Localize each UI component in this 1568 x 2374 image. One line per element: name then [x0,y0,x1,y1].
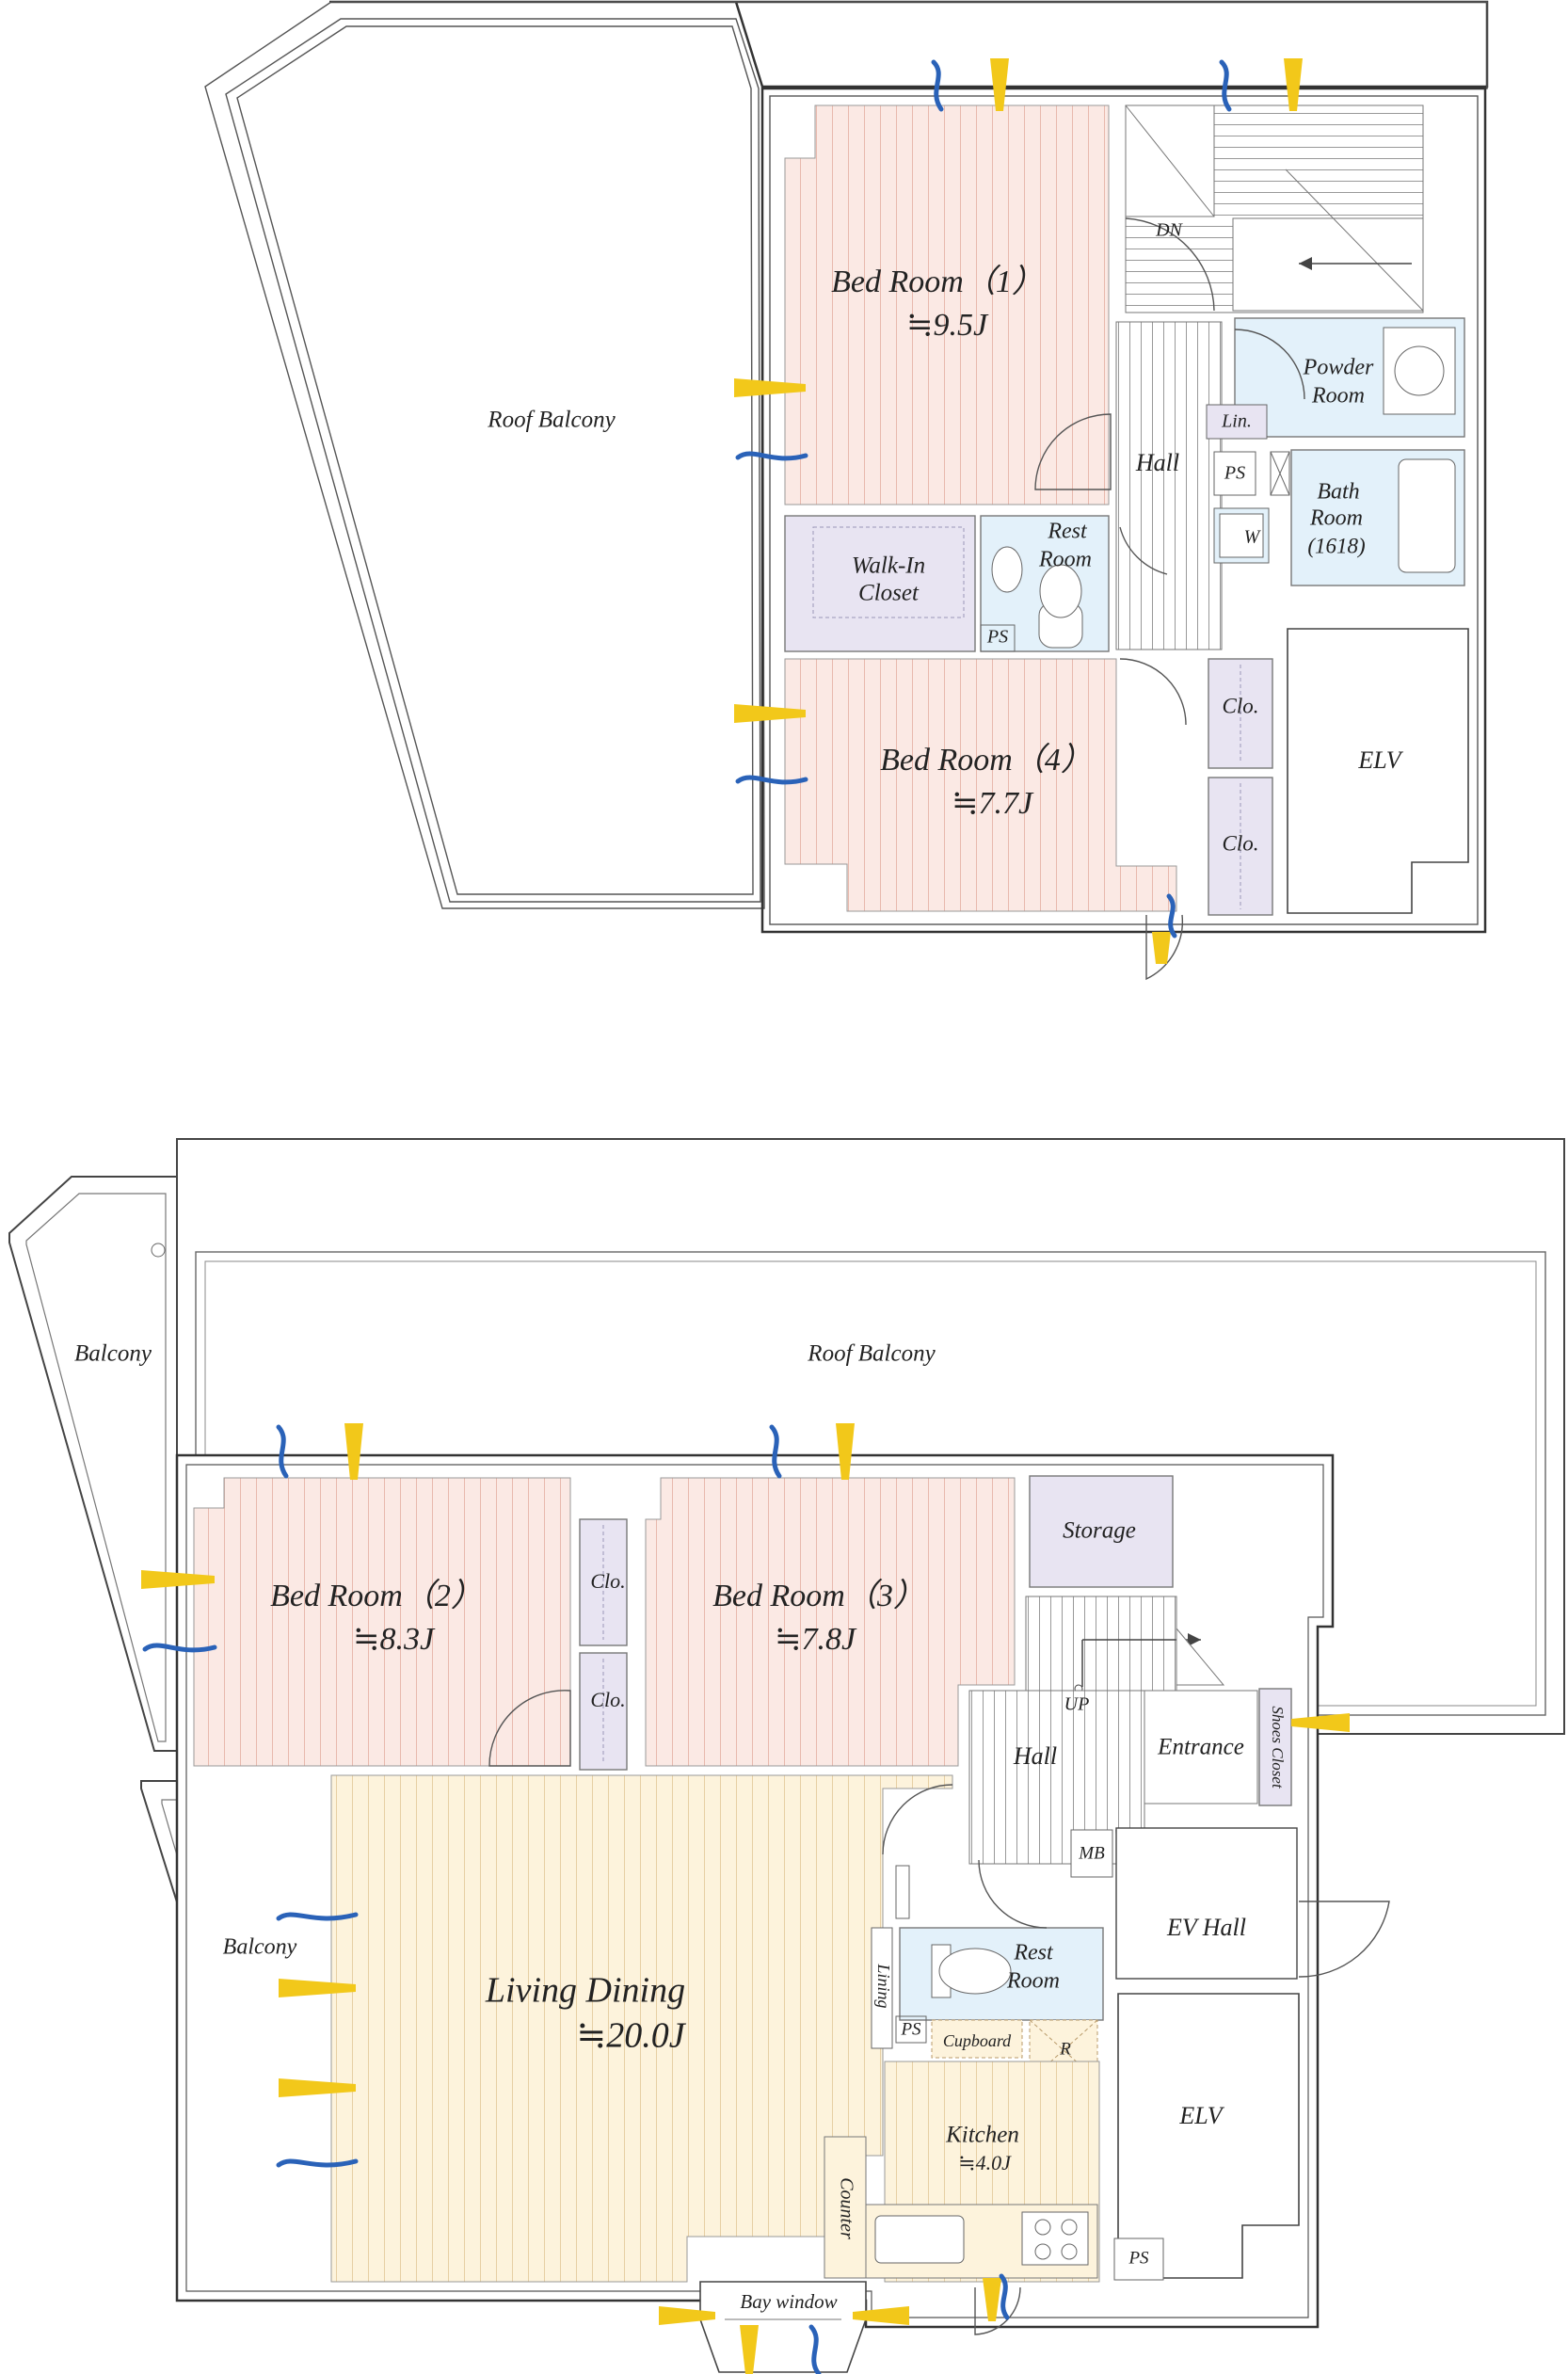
lower-roof-balcony-label: Roof Balcony [807,1341,936,1367]
storage-label: Storage [1063,1518,1136,1544]
linen-label: Lin. [1221,411,1252,432]
walk-in-closet-area [784,515,976,652]
bedroom-2-label: Bed Room（2） [270,1578,483,1613]
living-dining-size: ≒20.0J [576,2016,686,2056]
lower-closet-b-label: Clo. [590,1688,625,1711]
bedroom-3-size: ≒7.8J [775,1622,857,1657]
lower-stair-area [1025,1596,1177,1692]
bedroom-1-floor [784,104,1110,505]
lining-label: Lining [874,1963,893,2008]
ev-hall-area [1115,1827,1298,1980]
lower-hall-area [968,1690,1145,1865]
upper-elv-label: ELV [1357,746,1403,774]
roof-balcony-inner [225,18,761,903]
cupboard-label: Cupboard [943,2031,1012,2050]
bedroom-2-size: ≒8.3J [353,1622,436,1657]
lower-closet-a-label: Clo. [590,1569,625,1593]
lower-rest-room-label-1: Rest [1013,1941,1054,1965]
bedroom-2-floor [193,1477,571,1767]
upper-roof-balcony-label: Roof Balcony [487,408,616,433]
washer-label: W [1244,527,1262,548]
upper-outer-wall [760,87,1487,934]
upper-markers [734,58,1303,964]
lower-elv-label: ELV [1178,2102,1224,2129]
lower-balcony-top-label: Balcony [74,1341,152,1367]
ps-box-upper-hall [1213,451,1256,496]
dn-label: DN [1155,220,1183,241]
upper-hall-label: Hall [1135,449,1179,476]
powder-room-label-2: Room [1311,384,1365,409]
living-dining-label: Living Dining [485,1971,685,2011]
walk-in-closet-label-1: Walk-In [852,553,925,579]
cupboard-area [931,2019,1023,2059]
ev-hall-label: EV Hall [1166,1914,1246,1941]
upper-rest-room-label-1: Rest [1047,520,1088,544]
lower-ps-b-label: PS [1128,2248,1149,2268]
linen-box [1206,404,1268,440]
bedroom-4-floor [784,658,1177,912]
bedroom-1-door [1034,413,1112,490]
lower-ps-b-box [1113,2238,1164,2281]
bath-room-label-1: Bath [1317,480,1359,505]
lower-rest-room-label-2: Room [1006,1969,1060,1994]
lower-ps-a-label: PS [900,2019,921,2039]
powder-room-label-1: Powder [1303,356,1374,380]
mb-label: MB [1078,1843,1105,1863]
upper-elv-area [1287,628,1469,914]
bedroom-4-size: ≒7.7J [952,786,1034,821]
upper-hall-area [1115,321,1223,650]
bay-window-label: Bay window [740,2290,837,2313]
entrance-label: Entrance [1157,1735,1244,1760]
lower-floor [8,1138,1565,2373]
counter-label: Counter [836,2177,856,2239]
lower-hall-label: Hall [1013,1742,1057,1770]
shoes-closet-area [1258,1688,1292,1806]
upper-rest-room-label-2: Room [1038,548,1092,572]
lower-markers [141,1423,1350,2374]
bath-room-label-2: Room [1309,506,1363,531]
bedroom-3-label: Bed Room（3） [712,1578,925,1613]
lower-balcony-top-area [8,1176,178,1752]
bath-room-label-3: (1618) [1307,534,1365,557]
storage-area [1029,1475,1174,1588]
upper-closet-a-label: Clo. [1223,694,1259,717]
bedroom-1-size: ≒9.5J [906,308,989,343]
upper-ps-a-label: PS [986,627,1008,648]
bedroom-4-label: Bed Room（4） [880,742,1093,778]
kitchen-size: ≒4.0J [958,2151,1012,2174]
bedroom-1-label: Bed Room（1） [831,264,1044,299]
bedroom-3-floor [645,1477,1016,1767]
refrigerator-label: R [1059,2039,1071,2059]
upper-closet-b-label: Clo. [1223,831,1259,855]
up-label: UP [1064,1694,1090,1715]
lining-strip [871,1927,893,2049]
shoes-closet-label: Shoes Closet [1269,1706,1287,1789]
upper-floor [204,0,1489,981]
lower-balcony-side-label: Balcony [223,1935,297,1960]
roof-balcony-outline [329,0,1489,88]
upper-ps-b-label: PS [1224,463,1245,484]
kitchen-label: Kitchen [945,2123,1019,2148]
mb-box [1070,1829,1113,1878]
counter-area [824,2136,867,2279]
walk-in-closet-label-2: Closet [858,581,920,606]
